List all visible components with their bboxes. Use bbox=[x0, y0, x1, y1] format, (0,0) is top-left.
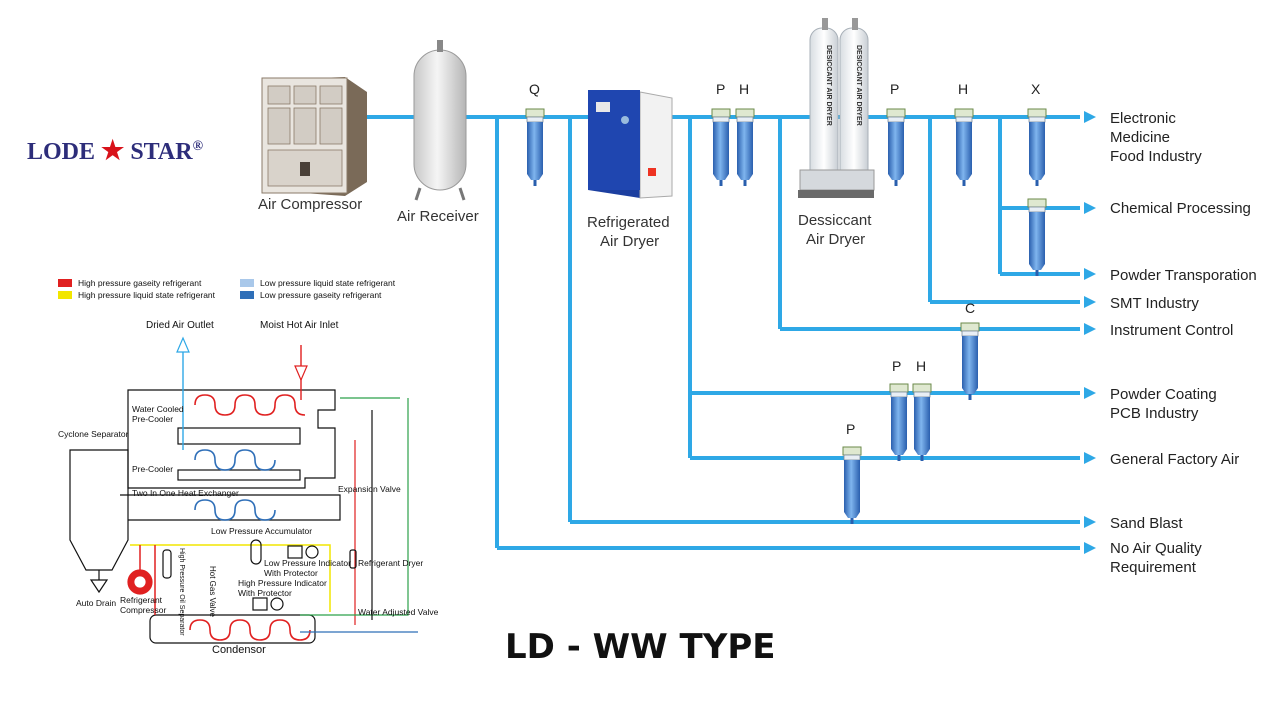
hot-gas-valve-label: Hot Gas Valve bbox=[208, 566, 217, 617]
output-line: No Air Quality bbox=[1110, 540, 1202, 557]
air-compressor-label: Air Compressor bbox=[258, 196, 363, 213]
outlet-arrows bbox=[1084, 111, 1096, 554]
air-receiver-image bbox=[413, 40, 467, 201]
filter-label-h: H bbox=[739, 81, 750, 97]
water-valve-label: Water Adjusted Valve bbox=[358, 607, 439, 617]
accumulator-label: Low Pressure Accumulator bbox=[211, 526, 313, 536]
filter-label-p: P bbox=[846, 421, 856, 437]
filter-label-c: C bbox=[965, 300, 976, 316]
lp-indicator-label-2: With Protector bbox=[264, 568, 318, 578]
filter-label-x: X bbox=[1031, 81, 1041, 97]
output-instrument: Instrument Control bbox=[1110, 322, 1234, 339]
output-line: Requirement bbox=[1110, 559, 1196, 576]
hp-indicator-label-1: High Pressure Indicator bbox=[238, 578, 327, 588]
output-line: PCB Industry bbox=[1110, 405, 1199, 422]
output-no-quality: No Air Quality Requirement bbox=[1110, 539, 1202, 577]
filter-label-h: H bbox=[958, 81, 969, 97]
hp-indicator-label-2: With Protector bbox=[238, 588, 292, 598]
air-compressor-image bbox=[261, 77, 367, 196]
condensor-label: Condensor bbox=[212, 644, 266, 656]
output-electronic: Electronic Medicine Food Industry bbox=[1110, 109, 1202, 166]
desiccant-dryer-image: DESICCANT AIR DRYER DESICCANT AIR DRYER bbox=[798, 18, 875, 198]
heat-exchanger-label: Two In One Heat Exchanger bbox=[132, 488, 239, 498]
desiccant-tower-text: DESICCANT AIR DRYER bbox=[825, 45, 832, 126]
pre-cooler-label: Pre-Cooler bbox=[132, 464, 174, 474]
refrigerant-dryer-schematic bbox=[69, 336, 418, 644]
filter-icon bbox=[711, 108, 731, 187]
cyclone-label: Cyclone Separator bbox=[58, 429, 129, 439]
refrigerant-dryer-label: Refrigerant Dryer bbox=[358, 558, 424, 568]
output-sand-blast: Sand Blast bbox=[1110, 515, 1183, 532]
water-cooled-label-2: Pre-Cooler bbox=[132, 414, 174, 424]
filter-icon bbox=[525, 108, 545, 187]
filter-icon bbox=[954, 108, 974, 187]
filter-icon bbox=[735, 108, 755, 187]
brand-logo: LODE ★ STAR® bbox=[27, 136, 203, 166]
legend-swatch bbox=[240, 291, 254, 299]
legend-label: High pressure liquid state refrigerant bbox=[78, 290, 216, 300]
output-powder-transport: Powder Transporation bbox=[1110, 267, 1257, 284]
output-chemical: Chemical Processing bbox=[1110, 200, 1251, 217]
legend-label: High pressure gaseity refrigerant bbox=[78, 278, 202, 288]
water-cooled-label-1: Water Cooled bbox=[132, 404, 184, 414]
output-smt: SMT Industry bbox=[1110, 295, 1199, 312]
pipe-network bbox=[365, 115, 1080, 550]
desiccant-tower-text: DESICCANT AIR DRYER bbox=[855, 45, 862, 126]
refrigerated-dryer-label-1: Refrigerated bbox=[587, 214, 670, 231]
page-title: LD - WW TYPE bbox=[505, 627, 776, 667]
filter-icon bbox=[889, 383, 909, 462]
hp-oil-separator-label: High Pressure Oil Separator bbox=[178, 548, 185, 636]
output-general-air: General Factory Air bbox=[1110, 451, 1240, 468]
legend-swatch bbox=[58, 279, 72, 287]
legend-label: Low pressure liquid state refrigerant bbox=[260, 278, 396, 288]
brand-name-right: STAR bbox=[130, 139, 193, 165]
filter-label-p: P bbox=[890, 81, 900, 97]
brand-name-left: LODE bbox=[27, 139, 96, 165]
registered-mark: ® bbox=[192, 139, 204, 154]
desiccant-dryer-label-2: Air Dryer bbox=[806, 231, 866, 248]
air-receiver-label: Air Receiver bbox=[397, 208, 479, 225]
lp-indicator-label-1: Low Pressure Indicator bbox=[264, 558, 351, 568]
expansion-valve-label: Expansion Valve bbox=[338, 484, 401, 494]
filter-icon bbox=[1027, 108, 1047, 187]
filter-icon bbox=[960, 322, 980, 401]
output-line: Electronic bbox=[1110, 110, 1176, 127]
legend-swatch bbox=[58, 291, 72, 299]
auto-drain-label: Auto Drain bbox=[76, 598, 117, 608]
filter-label-q: Q bbox=[529, 81, 540, 97]
filter-label-p: P bbox=[716, 81, 726, 97]
dried-outlet-label: Dried Air Outlet bbox=[146, 320, 214, 331]
filter-label-h: H bbox=[916, 358, 927, 374]
compressor-label-2: Compressor bbox=[120, 605, 167, 615]
filter-icon bbox=[842, 446, 862, 525]
filter-icon bbox=[886, 108, 906, 187]
filter-icon bbox=[912, 383, 932, 462]
filter-icon bbox=[1027, 198, 1047, 277]
star-icon: ★ bbox=[101, 136, 125, 165]
output-line: Food Industry bbox=[1110, 148, 1202, 165]
desiccant-dryer-label-1: Dessiccant bbox=[798, 212, 872, 229]
moist-inlet-label: Moist Hot Air Inlet bbox=[260, 320, 339, 331]
output-powder-coating: Powder Coating PCB Industry bbox=[1110, 385, 1217, 423]
output-line: Powder Coating bbox=[1110, 386, 1217, 403]
refrigerated-dryer-image bbox=[588, 90, 673, 199]
compressor-label-1: Refrigerant bbox=[120, 595, 163, 605]
output-line: Medicine bbox=[1110, 129, 1171, 146]
legend-swatch bbox=[240, 279, 254, 287]
legend-label: Low pressure gaseity refrigerant bbox=[260, 290, 382, 300]
filter-label-p: P bbox=[892, 358, 902, 374]
refrigerated-dryer-label-2: Air Dryer bbox=[600, 233, 660, 250]
